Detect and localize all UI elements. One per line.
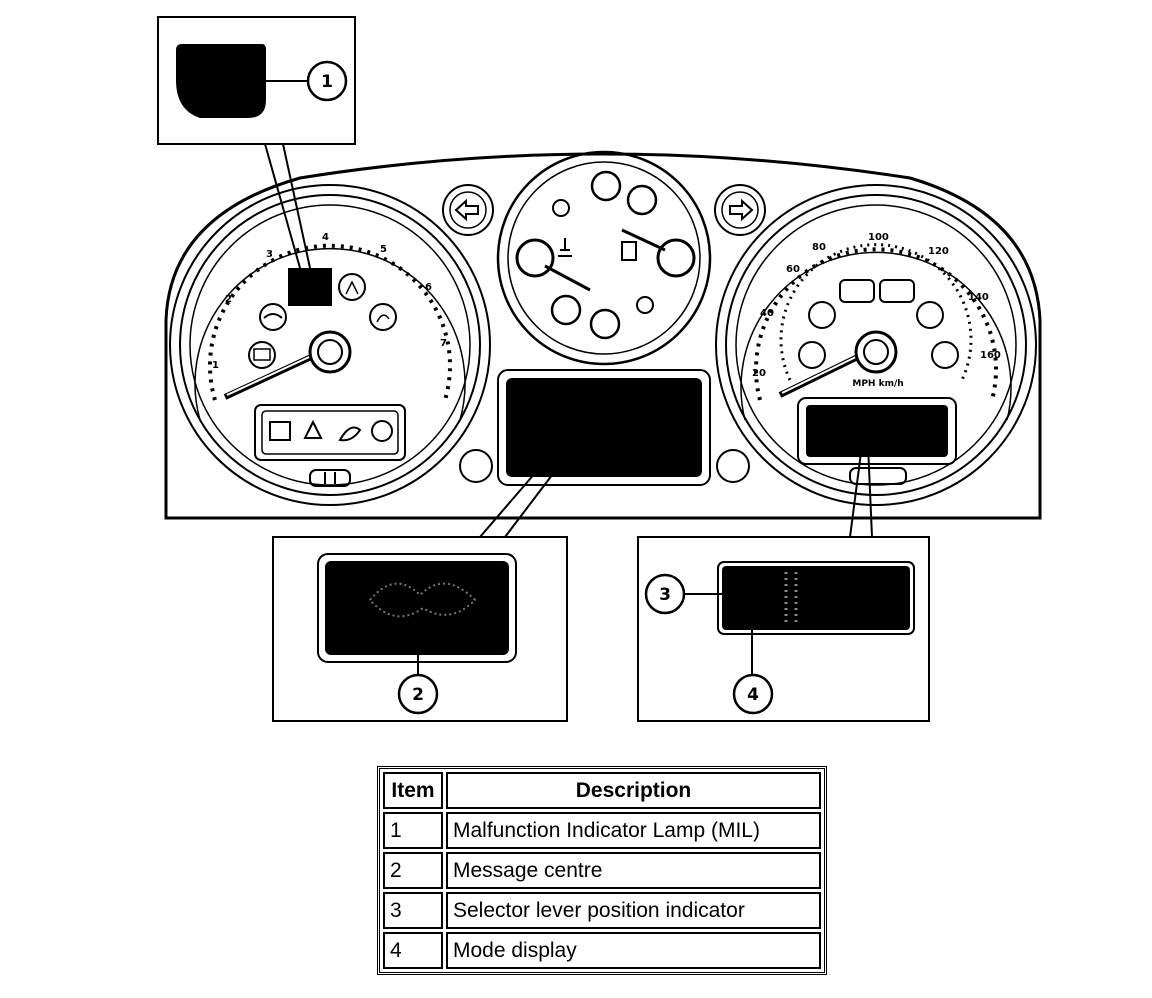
speedometer-scale-label: 120 [928, 246, 949, 257]
legend-item-description: Message centre [446, 852, 821, 889]
tachometer-scale-label: 4 [322, 232, 329, 243]
tachometer-gauge: 1 2 3 4 5 6 7 [169, 184, 491, 506]
mode-display-enlarged [722, 566, 910, 630]
cluster-housing [164, 152, 1042, 520]
warning-lamp-tray [254, 404, 406, 461]
message-centre-display [506, 378, 702, 477]
message-centre-enlarged [325, 561, 509, 655]
indicator-small-icon [636, 296, 654, 314]
warning-lamp-icon [269, 419, 393, 442]
speedometer-scale-label: 160 [980, 350, 1001, 361]
speedometer-scale-label: 140 [968, 292, 989, 303]
temperature-gauge-icon [515, 238, 591, 292]
tyre-pressure-icon [626, 184, 658, 216]
seatbelt-icon [369, 303, 397, 331]
callout-3: 3 [644, 573, 686, 615]
legend-item-number: 3 [383, 892, 443, 929]
tachometer-scale-label: 2 [225, 294, 232, 305]
trip-button [309, 469, 351, 487]
tachometer-scale-label: 5 [380, 244, 387, 255]
svg-text:4: 4 [747, 685, 759, 705]
table-row: 4 Mode display [383, 932, 821, 969]
legend-item-description: Mode display [446, 932, 821, 969]
indicator-small-icon [552, 199, 570, 217]
legend-table: Item Description 1 Malfunction Indicator… [377, 766, 827, 975]
mil-lamp [288, 268, 332, 306]
speedometer-scale-label: 20 [752, 368, 766, 379]
speedometer-scale-label: 40 [760, 308, 774, 319]
speedometer-scale-label: 80 [812, 242, 826, 253]
legend-header-item: Item [383, 772, 443, 809]
legend-item-description: Selector lever position indicator [446, 892, 821, 929]
oil-pressure-icon [259, 303, 287, 331]
tachometer-hub [308, 330, 352, 374]
instrument-cluster-diagram: 1 2 3 4 5 6 7 [157, 16, 1042, 722]
mil-lamp-enlarged [176, 44, 266, 118]
engine-icon [589, 308, 621, 340]
speedometer-scale-label: 100 [868, 232, 889, 243]
tachometer-scale-label: 3 [266, 249, 273, 260]
warning-icon [931, 341, 959, 369]
lamp-icon [459, 449, 493, 483]
right-turn-indicator-icon [714, 184, 766, 236]
mode-display [806, 405, 948, 457]
tachometer-scale-label: 6 [425, 282, 432, 293]
fuel-gauge-icon [621, 228, 696, 278]
battery-icon [248, 341, 276, 369]
warning-icon [808, 301, 836, 329]
speedometer-gauge: 20 40 60 80 100 120 140 160 MPH km/h [715, 184, 1037, 506]
headlamp-icon [590, 170, 622, 202]
left-turn-indicator-icon [442, 184, 494, 236]
speedometer-label: MPH km/h [852, 379, 903, 389]
svg-text:3: 3 [659, 585, 671, 605]
table-row: 2 Message centre [383, 852, 821, 889]
speed-icon [839, 279, 875, 303]
tachometer-scale-label: 7 [440, 338, 447, 349]
callout-1: 1 [306, 60, 348, 102]
callout-4: 4 [732, 673, 774, 715]
odometer-button [849, 467, 907, 485]
legend-header-description: Description [446, 772, 821, 809]
legend-header-row: Item Description [383, 772, 821, 809]
speedometer-hub [854, 330, 898, 374]
warning-icon [916, 301, 944, 329]
center-gauge [496, 150, 712, 366]
speedometer-scale-label: 60 [786, 264, 800, 275]
table-row: 3 Selector lever position indicator [383, 892, 821, 929]
mode-display-frame [797, 397, 957, 465]
svg-text:1: 1 [321, 72, 333, 92]
speed-icon [879, 279, 915, 303]
legend-item-description: Malfunction Indicator Lamp (MIL) [446, 812, 821, 849]
callout-2: 2 [397, 673, 439, 715]
warning-icon [798, 341, 826, 369]
airbag-icon [338, 273, 366, 301]
lamp-icon [716, 449, 750, 483]
tachometer-scale-label: 1 [212, 360, 219, 371]
legend-item-number: 2 [383, 852, 443, 889]
legend-item-number: 1 [383, 812, 443, 849]
legend-item-number: 4 [383, 932, 443, 969]
brake-icon [550, 294, 582, 326]
svg-text:2: 2 [412, 685, 424, 705]
message-centre-display-frame [497, 369, 711, 486]
table-row: 1 Malfunction Indicator Lamp (MIL) [383, 812, 821, 849]
